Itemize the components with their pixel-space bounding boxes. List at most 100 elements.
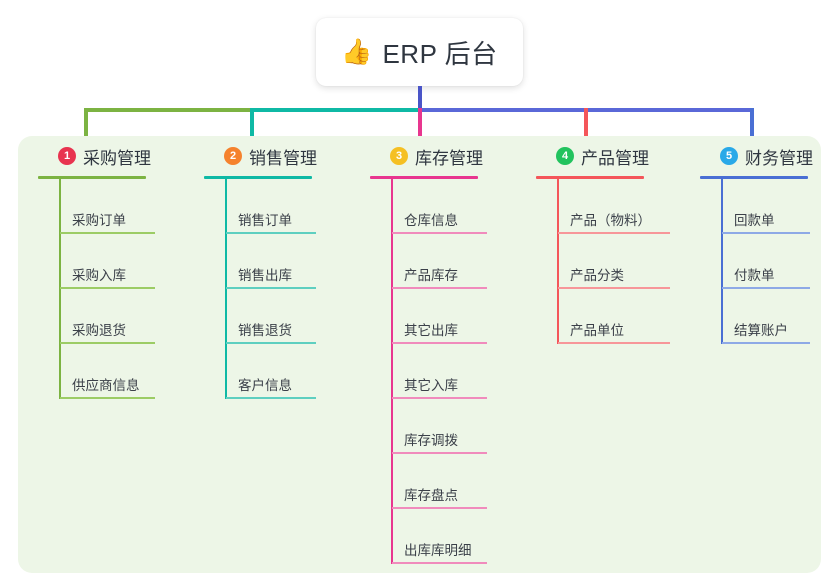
horizontal-connector-segment-2 [250, 108, 420, 112]
branch-item-underline [722, 232, 810, 234]
branch-item-label: 仓库信息 [404, 213, 458, 228]
branch-drop-connector-4 [584, 108, 588, 142]
branch-header-2[interactable]: 2 销售管理 [204, 143, 317, 169]
branch-item-label: 付款单 [734, 268, 775, 283]
branch-item-label: 客户信息 [238, 378, 292, 393]
branch-underline [700, 176, 808, 179]
branch-item[interactable]: 产品分类 [558, 234, 670, 289]
branch-underline [38, 176, 146, 179]
branch-column-1: 1 采购管理采购订单采购入库采购退货供应商信息 [38, 143, 155, 399]
branch-item-label: 库存调拨 [404, 433, 458, 448]
branch-item-label: 销售退货 [238, 323, 292, 338]
branch-item[interactable]: 采购订单 [60, 179, 155, 234]
root-node-title: ERP 后台 [382, 38, 498, 69]
branch-item[interactable]: 产品库存 [392, 234, 487, 289]
branch-item-label: 库存盘点 [404, 488, 458, 503]
branch-item-label: 销售订单 [238, 213, 292, 228]
branch-item-label: 产品（物料） [570, 213, 651, 228]
branch-item-underline [226, 397, 316, 399]
branch-number-badge: 3 [390, 147, 408, 165]
branch-title: 销售管理 [249, 148, 317, 168]
branch-item-underline [722, 287, 810, 289]
branch-item[interactable]: 产品单位 [558, 289, 670, 344]
branch-item-label: 销售出库 [238, 268, 292, 283]
branch-item[interactable]: 其它入库 [392, 344, 487, 399]
branch-item-underline [226, 287, 316, 289]
branch-drop-connector-5 [750, 108, 754, 142]
branch-item-list: 采购订单采购入库采购退货供应商信息 [38, 179, 155, 399]
branch-item-underline [392, 232, 487, 234]
branch-drop-connector-2 [250, 108, 254, 142]
branch-item-underline [226, 342, 316, 344]
branch-item-label: 其它出库 [404, 323, 458, 338]
branch-number-badge: 5 [720, 147, 738, 165]
branch-item[interactable]: 客户信息 [226, 344, 317, 399]
branch-underline [536, 176, 644, 179]
horizontal-connector-segment-1 [84, 108, 252, 112]
branch-item-list: 回款单付款单结算账户 [700, 179, 813, 344]
branch-item-underline [392, 562, 487, 564]
branch-header-1[interactable]: 1 采购管理 [38, 143, 151, 169]
branch-item-underline [392, 397, 487, 399]
branch-item[interactable]: 仓库信息 [392, 179, 487, 234]
branch-header-5[interactable]: 5 财务管理 [700, 143, 813, 169]
thumbs-up-icon: 👍 [341, 37, 373, 66]
root-node-card[interactable]: 👍 ERP 后台 [316, 18, 523, 86]
branch-spine [225, 179, 227, 399]
branch-item[interactable]: 出库库明细 [392, 509, 487, 564]
branches-panel [18, 136, 821, 573]
branch-item[interactable]: 销售出库 [226, 234, 317, 289]
branch-drop-connector-1 [84, 108, 88, 142]
root-stem-connector [418, 86, 422, 110]
branch-item-underline [392, 342, 487, 344]
branch-item-label: 产品分类 [570, 268, 624, 283]
branch-item[interactable]: 供应商信息 [60, 344, 155, 399]
branch-header-3[interactable]: 3 库存管理 [370, 143, 483, 169]
branch-item-underline [392, 452, 487, 454]
branch-underline [204, 176, 312, 179]
branch-item-label: 出库库明细 [404, 543, 472, 558]
branch-item[interactable]: 采购入库 [60, 234, 155, 289]
branch-item-label: 产品库存 [404, 268, 458, 283]
branch-item-label: 回款单 [734, 213, 775, 228]
branch-item[interactable]: 产品（物料） [558, 179, 670, 234]
branch-drop-connector-3 [418, 108, 422, 142]
branch-title: 库存管理 [415, 148, 483, 168]
branch-item[interactable]: 库存盘点 [392, 454, 487, 509]
branch-item-underline [226, 232, 316, 234]
branch-title: 财务管理 [745, 148, 813, 168]
branch-item-label: 采购入库 [72, 268, 126, 283]
branch-item[interactable]: 其它出库 [392, 289, 487, 344]
branch-number-badge: 1 [58, 147, 76, 165]
branch-item-underline [558, 232, 670, 234]
branch-item-label: 其它入库 [404, 378, 458, 393]
branch-item[interactable]: 采购退货 [60, 289, 155, 344]
branch-item-underline [558, 342, 670, 344]
branch-column-5: 5 财务管理回款单付款单结算账户 [700, 143, 813, 344]
branch-item[interactable]: 销售退货 [226, 289, 317, 344]
branch-spine [391, 179, 393, 564]
branch-item[interactable]: 销售订单 [226, 179, 317, 234]
branch-item[interactable]: 库存调拨 [392, 399, 487, 454]
branch-item-underline [722, 342, 810, 344]
branch-column-2: 2 销售管理销售订单销售出库销售退货客户信息 [204, 143, 317, 399]
branch-item-label: 结算账户 [734, 323, 788, 338]
branch-item[interactable]: 结算账户 [722, 289, 813, 344]
branch-item[interactable]: 付款单 [722, 234, 813, 289]
branch-item-label: 产品单位 [570, 323, 624, 338]
branch-item-underline [60, 287, 155, 289]
branch-item-underline [60, 342, 155, 344]
branch-item-list: 销售订单销售出库销售退货客户信息 [204, 179, 317, 399]
branch-item-list: 产品（物料） 产品分类产品单位 [536, 179, 670, 344]
branch-spine [59, 179, 61, 399]
branch-title: 采购管理 [83, 148, 151, 168]
branch-item-underline [392, 507, 487, 509]
branch-number-badge: 2 [224, 147, 242, 165]
branch-spine [721, 179, 723, 344]
branch-item[interactable]: 回款单 [722, 179, 813, 234]
branch-underline [370, 176, 478, 179]
branch-item-label: 采购订单 [72, 213, 126, 228]
